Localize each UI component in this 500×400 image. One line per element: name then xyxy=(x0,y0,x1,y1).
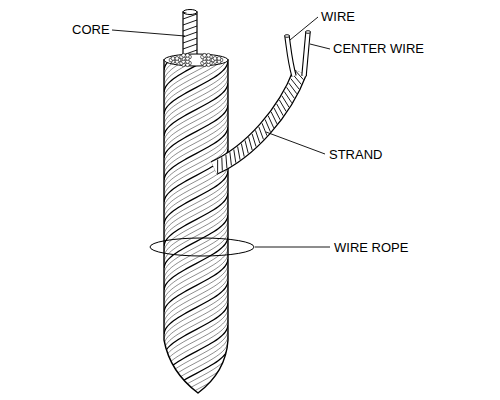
leader-lines xyxy=(112,17,330,247)
strand-illustration xyxy=(214,31,311,173)
part-label: WIRE ROPE xyxy=(334,241,408,254)
rope-body xyxy=(164,17,228,400)
part-label: CENTER WIRE xyxy=(333,42,424,55)
part-label: STRAND xyxy=(329,148,382,161)
part-label: WIRE xyxy=(321,10,355,23)
rope-marker-ellipse xyxy=(150,238,254,256)
part-label: CORE xyxy=(72,23,110,36)
